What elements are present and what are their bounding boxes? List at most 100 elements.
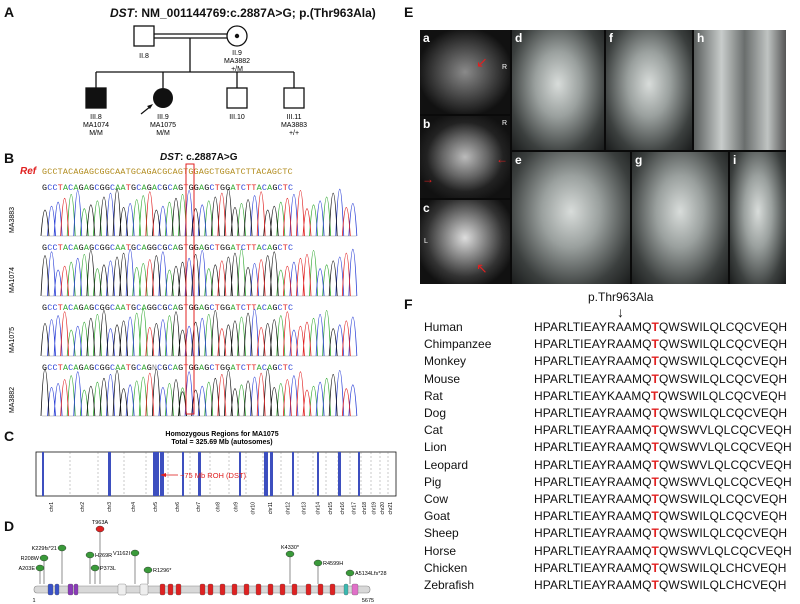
- alignment-row: ChimpanzeeHPARLTIEAYRAAMQTQWSWILQLCQCVEQ…: [424, 337, 784, 355]
- chromosome-label: chr8: [216, 502, 222, 512]
- xray-spine-lateral-i: i: [730, 152, 786, 284]
- alignment-row: Chicken HPARLTIEAYRAAMQTQWSWILQLCHCVEQH: [424, 561, 784, 579]
- protein-sequence: HPARLTIEAYRAAMQTQWSWILQLCQCVEQH: [534, 320, 787, 334]
- roh-segment: [153, 452, 159, 496]
- chromosome-label: chr15: [328, 502, 334, 515]
- chromosome-label: chr17: [352, 502, 358, 515]
- conserved-residue: T: [652, 354, 659, 368]
- roh-segment: [108, 452, 111, 496]
- protein-sequence: HPARLTIEAYKAAMQTQWSWILQLCQCVEQH: [534, 389, 786, 403]
- xray-skull-lateral-d: d: [512, 30, 604, 150]
- species-name: Pig: [424, 475, 441, 489]
- member-id: II.9: [232, 50, 242, 57]
- roh-segment: [270, 452, 273, 496]
- xray-hand-h: h: [694, 30, 786, 150]
- conserved-residue: T: [652, 492, 659, 506]
- member-genotype: +/M: [231, 66, 243, 73]
- protein-sequence: HPARLTIEAYRAAMQTQWSWILQLCHCVEQH: [534, 578, 786, 592]
- species-name: Horse: [424, 544, 456, 558]
- radiograph-panel: a ↙ R b → ← R c ↖ L d f h e g i: [420, 30, 786, 284]
- member-genotype: M/M: [89, 130, 103, 137]
- species-name: Mouse: [424, 372, 460, 386]
- protein-domain: [256, 584, 261, 595]
- conserved-residue: T: [652, 458, 659, 472]
- chromosome-label: chr5: [153, 502, 159, 512]
- roh-annotation: ~75 Mb ROH (DST): [180, 471, 247, 480]
- conserved-residue: T: [652, 372, 659, 386]
- protein-domain: [160, 584, 165, 595]
- variant-lollipop: [144, 567, 152, 573]
- variant-lollipop: [40, 555, 48, 561]
- species-name: Chimpanzee: [424, 337, 491, 351]
- protein-domain: [268, 584, 273, 595]
- protein-domain: [168, 584, 173, 595]
- member-id: II.8: [139, 53, 149, 60]
- chromatogram-figure: Ref GCCTACAGAGCGGCAATGCAGACGCAGTGGAGCTGG…: [0, 160, 400, 418]
- species-name: Chicken: [424, 561, 467, 575]
- species-name: Monkey: [424, 354, 466, 368]
- track-base-calls: GCCTACAGAGCGGCAATGCAGGCGCAGTGGAGCTGGATCT…: [42, 243, 293, 253]
- protein-domain: [200, 584, 205, 595]
- chromosome-label: chr6: [175, 502, 181, 512]
- carrier-dot: [235, 34, 239, 38]
- protein-sequence: HPARLTIEAYRAAMQTQWSWVLQLCQCVEQH: [534, 544, 792, 558]
- protein-sequence: HPARLTIEAYRAAMQTQWSWILQLCQCVEQH: [534, 509, 787, 523]
- roh-segment: [264, 452, 268, 496]
- roh-chart: Homozygous Regions for MA1075 Total = 32…: [0, 428, 400, 516]
- roh-segment: [292, 452, 294, 496]
- variant-lollipop: [131, 550, 139, 556]
- variant-label: V1162I: [113, 551, 130, 557]
- species-name: Cow: [424, 492, 448, 506]
- chromosome-label: chr12: [286, 502, 292, 515]
- roh-segment: [317, 452, 319, 496]
- protein-sequence: HPARLTIEAYRAAMQTQWSWVLQLCQCVEQH: [534, 423, 792, 437]
- variant-label: H269R: [95, 553, 112, 559]
- species-name: Cat: [424, 423, 443, 437]
- protein-domain: [292, 584, 297, 595]
- chromosome-label: chr1: [49, 502, 55, 512]
- protein-sequence: HPARLTIEAYRAAMQTQWSWVLQLCQCVEQH: [534, 475, 792, 489]
- variant-label: R4599H: [323, 561, 343, 567]
- xray-skull-ap-f: f: [606, 30, 692, 150]
- track-sample-label: MA1075: [9, 327, 16, 353]
- chromosome-label: chr19: [372, 502, 378, 515]
- variant-label: R208W: [21, 556, 40, 562]
- protein-sequence: HPARLTIEAYRAAMQTQWSWILQLCHCVEQH: [534, 561, 786, 575]
- protein-domain: [220, 584, 225, 595]
- protein-domain: [55, 584, 59, 595]
- roh-segment: [358, 452, 360, 496]
- conserved-residue: T: [652, 440, 659, 454]
- trace-G: [41, 189, 337, 236]
- chromosome-label: chr3: [107, 502, 113, 512]
- chromosome-label: chr7: [196, 502, 202, 512]
- pedigree-affected-male: [86, 88, 106, 108]
- protein-sequence: HPARLTIEAYRAAMQTQWSWILQLCQCVEQH: [534, 372, 787, 386]
- mutation-arrow-icon: ↓: [617, 305, 624, 319]
- side-mark: R: [502, 64, 507, 71]
- member-id: III.8: [90, 114, 102, 121]
- ref-label: Ref: [20, 166, 38, 177]
- conserved-residue: T: [652, 423, 659, 437]
- variant-lollipop: [346, 570, 354, 576]
- protein-domain: [344, 584, 348, 595]
- red-arrow-icon: ←: [496, 152, 508, 166]
- mri-scan-c: c ↖ L: [420, 200, 510, 284]
- variant-lollipop: [91, 565, 99, 571]
- protein-domain: [140, 584, 148, 595]
- roh-total: Total = 325.69 Mb (autosomes): [171, 439, 272, 446]
- protein-sequence: HPARLTIEAYRAAMQTQWSWILQLCQCVEQH: [534, 492, 787, 506]
- chromosome-label: chr21: [388, 502, 394, 515]
- conserved-residue: T: [652, 561, 659, 575]
- alignment-row: HorseHPARLTIEAYRAAMQTQWSWVLQLCQCVEQH: [424, 544, 784, 562]
- roh-segment: [338, 452, 341, 496]
- protein-domain: [208, 584, 213, 595]
- protein-domain: [330, 584, 335, 595]
- protein-domain: [176, 584, 181, 595]
- chromosome-label: chr10: [251, 502, 257, 515]
- variant-label: P373L: [100, 566, 116, 572]
- member-sample: MA3882: [224, 58, 250, 65]
- protein-domain: [352, 584, 358, 595]
- mri-scan-b: b → ← R: [420, 116, 510, 198]
